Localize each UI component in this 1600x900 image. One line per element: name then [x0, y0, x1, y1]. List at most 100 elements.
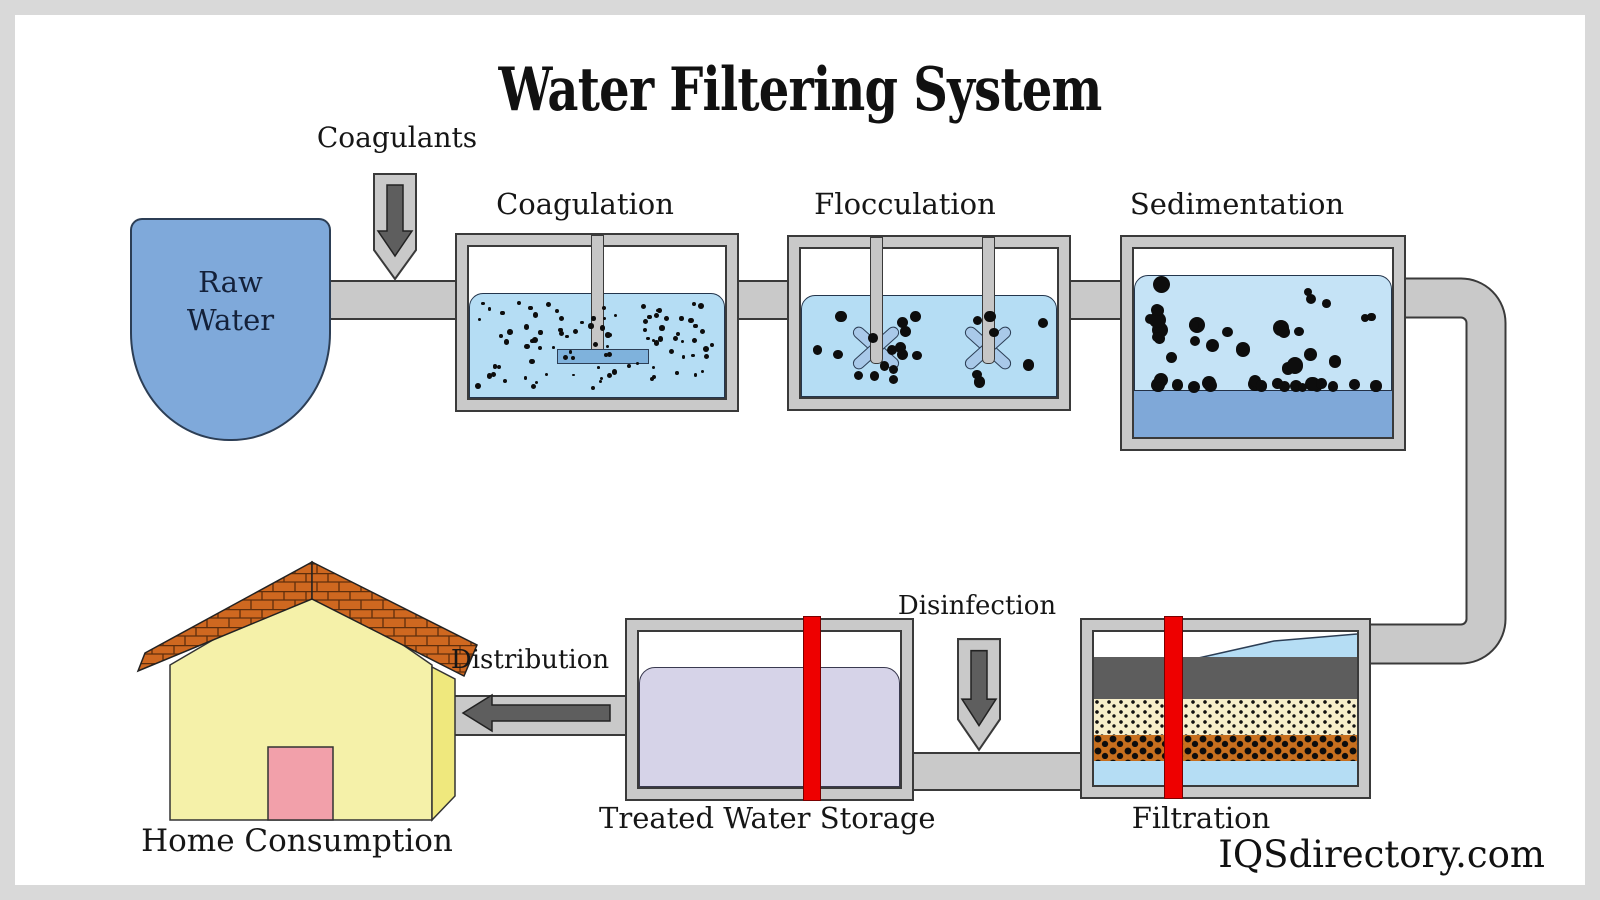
particle-dot [912, 351, 922, 361]
particle-dot [523, 324, 530, 330]
particle-dot [486, 373, 493, 379]
particle-dot [1349, 379, 1360, 390]
sedimentation-label: Sedimentation [1129, 187, 1345, 221]
particle-dot [523, 376, 528, 380]
pipe-raw-to-coagulation [323, 280, 457, 320]
particles-flocculation [803, 308, 1049, 390]
particle-dot [653, 313, 659, 319]
filtration-label: Filtration [1131, 801, 1271, 835]
particle-dot [588, 323, 594, 329]
filtration-tank [1080, 618, 1371, 799]
particle-dot [591, 315, 596, 321]
particle-dot [672, 335, 678, 341]
particle-dot [653, 340, 660, 346]
particle-dot [517, 301, 522, 306]
coagulation-label: Coagulation [496, 187, 674, 221]
particle-dot [1289, 380, 1302, 393]
particle-dot [554, 309, 559, 314]
filtration-red-pipe [1164, 616, 1183, 799]
particle-dot [538, 345, 543, 351]
particle-dot [1189, 321, 1199, 331]
particle-dot [535, 380, 539, 385]
particle-dot [530, 383, 537, 390]
particle-dot [646, 337, 650, 341]
particle-dot [681, 340, 685, 344]
particle-dot [1205, 339, 1219, 353]
particle-dot [972, 369, 982, 379]
particle-dot [1152, 276, 1170, 294]
coagulation-mixer-paddle [557, 349, 649, 364]
particle-dot [507, 328, 513, 335]
particle-dot [989, 327, 999, 338]
particle-dot [702, 345, 709, 352]
particle-dot [656, 308, 662, 313]
particle-dot [607, 351, 613, 358]
particle-dot [503, 339, 510, 346]
particle-dot [664, 315, 670, 321]
particle-dot [1187, 380, 1200, 393]
particle-dot [1316, 378, 1328, 390]
particle-dot [559, 316, 565, 322]
particles-coagulation [475, 301, 715, 391]
particle-dot [675, 332, 681, 337]
flocculation-label: Flocculation [814, 187, 996, 221]
particle-dot [651, 365, 656, 370]
particle-dot [1367, 312, 1376, 322]
particle-dot [604, 352, 609, 358]
distribution-label: Distribution [450, 645, 610, 675]
particle-dot [559, 330, 565, 337]
particle-dot [642, 327, 648, 332]
particle-dot [1370, 380, 1382, 392]
particle-dot [524, 344, 530, 350]
filtration-layer-sand [1094, 699, 1357, 735]
particle-dot [652, 338, 656, 342]
disinfection-arrow-icon [957, 638, 1001, 752]
flocculation-tank [787, 235, 1071, 411]
particle-dot [656, 308, 660, 312]
particle-dot [502, 379, 507, 384]
particle-dot [1297, 382, 1307, 392]
distribution-arrow-icon [461, 693, 611, 733]
particles-sedimentation-settled [1135, 367, 1387, 393]
particle-dot [1361, 313, 1370, 323]
particle-dot [552, 346, 555, 350]
house-roof-right [311, 560, 478, 678]
house-side [431, 665, 456, 822]
particle-dot [710, 342, 715, 347]
particle-dot [879, 360, 890, 371]
filtration-layer-gravel [1094, 735, 1357, 761]
particle-dot [572, 373, 575, 377]
diagram-title: Water Filtering System [498, 55, 1103, 125]
sedimentation-tank-inner [1132, 247, 1394, 439]
particle-dot [546, 302, 552, 307]
particle-dot [886, 345, 897, 356]
particle-dot [602, 306, 607, 311]
particle-dot [538, 330, 543, 335]
particle-dot [498, 334, 503, 339]
house-illustration [136, 560, 478, 822]
particle-dot [600, 325, 606, 331]
particle-dot [1171, 379, 1184, 391]
particle-dot [528, 305, 533, 311]
particle-dot [812, 345, 823, 355]
particle-dot [603, 316, 607, 320]
particle-dot [477, 318, 481, 322]
particle-dot [611, 369, 618, 375]
particle-dot [972, 315, 983, 325]
particle-dot [640, 303, 647, 310]
particle-dot [681, 355, 686, 359]
particle-dot [571, 355, 575, 360]
particle-dot [607, 373, 613, 379]
coagulants-label: Coagulants [316, 121, 478, 154]
particle-dot [597, 365, 600, 369]
raw-water-shape: Raw Water [130, 218, 331, 441]
particle-dot [1303, 287, 1313, 297]
particle-dot [1305, 294, 1316, 305]
filtration-layer-dark [1094, 657, 1357, 699]
particle-dot [888, 364, 898, 374]
particle-dot [626, 363, 631, 368]
particle-dot [1271, 377, 1283, 389]
particle-dot [895, 342, 907, 353]
particle-dot [835, 310, 847, 322]
